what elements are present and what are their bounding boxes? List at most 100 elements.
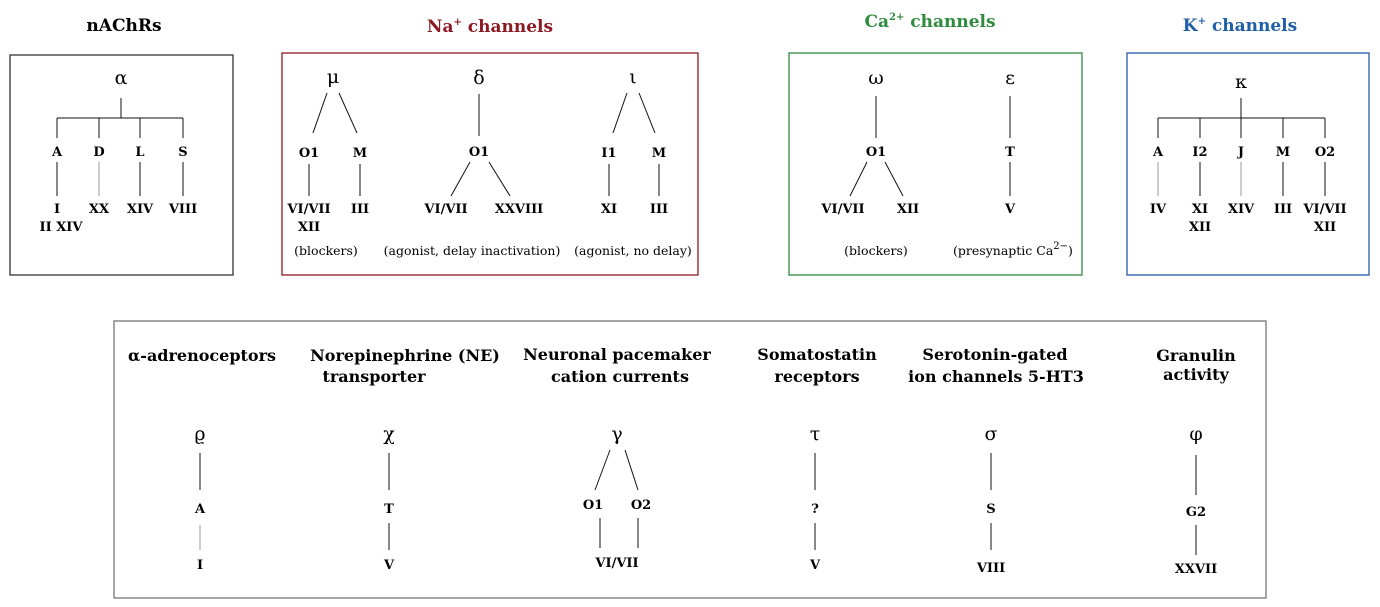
k-title: K+ channels <box>1183 16 1297 36</box>
ca-omega-leaf2: XII <box>897 202 919 217</box>
granulin-title2: activity <box>1163 365 1229 384</box>
ca-title: Ca2+ channels <box>864 12 995 32</box>
na-iota-leaf-i1: XI <box>601 202 617 217</box>
na-mu-child-o1: O1 <box>299 146 319 161</box>
adrenoceptors-root: ϱ <box>194 423 205 445</box>
na-delta-mid: O1 <box>469 145 489 160</box>
serotonin-title2: ion channels 5-HT3 <box>908 367 1084 386</box>
na-mu-connectors <box>308 92 361 196</box>
somatostatin-leaf: V <box>809 558 821 573</box>
somatostatin-root: τ <box>810 423 821 445</box>
ne-transporter-title1: Norepinephrine (NE) <box>310 346 500 365</box>
pacemaker-leaf: VI/VII <box>594 556 638 571</box>
pacemaker-root: γ <box>611 423 622 445</box>
ca-omega-connectors <box>849 96 904 197</box>
granulin-root: φ <box>1189 423 1202 445</box>
ca-omega-root: ω <box>868 67 884 89</box>
nachrs-child-s: S <box>178 145 187 160</box>
somatostatin-mid: ? <box>811 502 819 517</box>
na-delta-root: δ <box>473 67 484 89</box>
nachrs-child-d: D <box>93 145 104 160</box>
na-iota-connectors <box>608 92 660 196</box>
ca-group: Ca2+ channels ω O1 VI/VII XII (blockers)… <box>788 12 1083 276</box>
ne-transporter-root: χ <box>383 423 395 445</box>
k-group: K+ channels κ A I2 J M O2 IV XI XII XIV … <box>1126 16 1370 276</box>
k-child-m: M <box>1276 145 1290 160</box>
na-delta-connectors <box>450 94 511 197</box>
somatostatin-title2: receptors <box>774 367 859 386</box>
k-box <box>1126 52 1370 276</box>
k-leaf-o2b: XII <box>1314 220 1336 235</box>
nachrs-leaf-s: VIII <box>168 202 197 217</box>
pacemaker-mid-o1: O1 <box>583 498 603 513</box>
adrenoceptors-title: α-adrenoceptors <box>128 346 276 365</box>
ca-box <box>788 52 1083 276</box>
k-leaf-j: XIV <box>1228 202 1255 217</box>
nachrs-leaf-a2: II XIV <box>40 220 84 235</box>
ca-omega-note: (blockers) <box>844 243 908 258</box>
k-child-a: A <box>1152 145 1164 160</box>
k-root: κ <box>1235 71 1247 93</box>
na-mu-leaf-m: III <box>351 202 369 217</box>
nachrs-leaf-d: XX <box>89 202 110 217</box>
na-mu-note: (blockers) <box>294 243 358 258</box>
na-delta-leaf1: VI/VII <box>423 202 467 217</box>
serotonin-title1: Serotonin-gated <box>922 345 1067 364</box>
k-child-j: J <box>1237 145 1244 160</box>
pacemaker-connectors <box>594 449 639 548</box>
granulin-title1: Granulin <box>1156 346 1236 365</box>
na-mu-child-m: M <box>353 146 367 161</box>
na-delta-leaf2: XXVIII <box>495 202 544 217</box>
nachrs-group: nAChRs α A D L S I II XIV XX XIV VIII <box>9 16 234 276</box>
ne-transporter-leaf: V <box>383 558 395 573</box>
na-box <box>281 52 699 276</box>
pacemaker-title1: Neuronal pacemaker <box>523 345 711 364</box>
k-child-o2: O2 <box>1315 145 1335 160</box>
nachrs-child-a: A <box>51 145 63 160</box>
nachrs-leaf-l: XIV <box>127 202 154 217</box>
k-leaf-i2b: XII <box>1189 220 1211 235</box>
na-iota-child-m: M <box>652 146 666 161</box>
na-mu-leaf-o1b: XII <box>298 220 320 235</box>
ca-epsilon-note: (presynaptic Ca2−) <box>953 241 1073 258</box>
serotonin-root: σ <box>985 423 998 445</box>
k-leaf-o2: VI/VII <box>1302 202 1346 217</box>
nachrs-root: α <box>115 67 128 89</box>
ne-transporter-title2: transporter <box>322 367 426 386</box>
ca-epsilon-leaf: V <box>1004 202 1016 217</box>
adrenoceptors-leaf: I <box>197 558 203 573</box>
na-iota-root: ι <box>629 66 636 88</box>
somatostatin-title1: Somatostatin <box>757 345 877 364</box>
nachrs-title: nAChRs <box>86 16 161 36</box>
bottom-box <box>113 320 1267 599</box>
ca-epsilon-mid: T <box>1005 145 1015 160</box>
ca-omega-mid: O1 <box>866 145 886 160</box>
adrenoceptors-mid: A <box>194 502 206 517</box>
na-mu-leaf-o1: VI/VII <box>286 202 330 217</box>
granulin-mid: G2 <box>1186 505 1206 520</box>
granulin-leaf: XXVII <box>1175 562 1217 577</box>
na-group: Na+ channels μ O1 M VI/VII XII III (bloc… <box>281 17 699 276</box>
na-iota-leaf-m: III <box>650 202 668 217</box>
nachrs-leaf-a: I <box>54 202 60 217</box>
ca-epsilon-root: ε <box>1005 67 1015 89</box>
ne-transporter-mid: T <box>384 502 394 517</box>
k-leaf-i2: XI <box>1192 202 1208 217</box>
k-leaf-m: III <box>1274 202 1292 217</box>
pacemaker-title2: cation currents <box>551 367 689 386</box>
nachrs-child-l: L <box>135 145 144 160</box>
k-child-i2: I2 <box>1192 145 1207 160</box>
na-iota-child-i1: I1 <box>601 146 616 161</box>
na-delta-note: (agonist, delay inactivation) <box>384 243 561 258</box>
serotonin-mid: S <box>986 502 995 517</box>
ca-omega-leaf1: VI/VII <box>820 202 864 217</box>
pacemaker-mid-o2: O2 <box>631 498 651 513</box>
bottom-panel: α-adrenoceptors ϱ A I Norepinephrine (NE… <box>113 320 1267 599</box>
na-title: Na+ channels <box>427 17 553 37</box>
k-connectors <box>1157 98 1326 196</box>
nachrs-connectors <box>56 98 184 196</box>
na-mu-root: μ <box>327 66 339 88</box>
k-leaf-a: IV <box>1150 202 1167 217</box>
na-iota-note: (agonist, no delay) <box>574 243 692 258</box>
